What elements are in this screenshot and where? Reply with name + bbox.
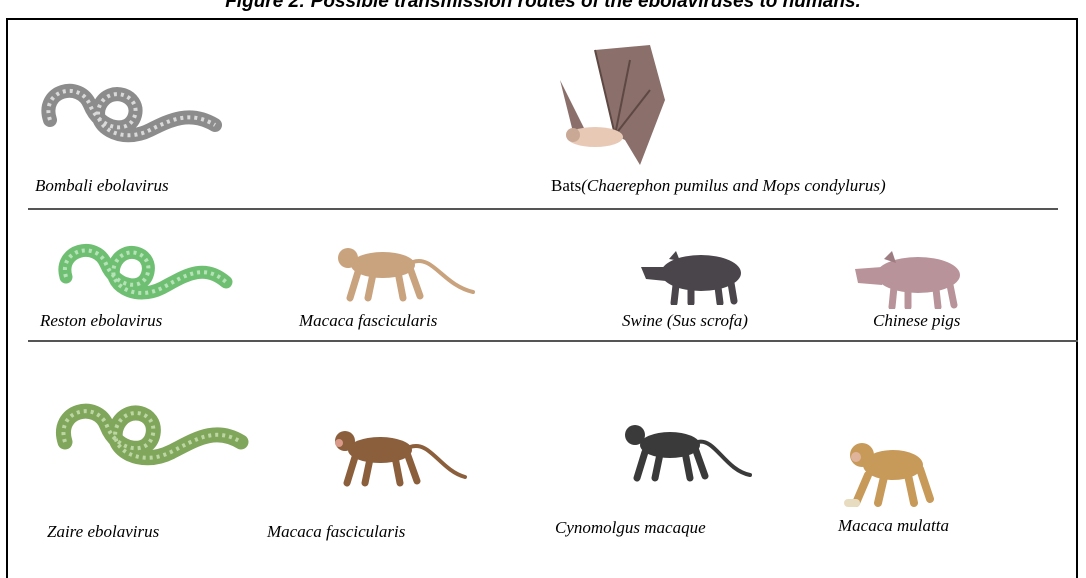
host-label-macaca-mulatta: Macaca mulatta <box>838 516 949 536</box>
host-label-macaca-fascicularis-1: Macaca fascicularis <box>299 311 437 331</box>
zaire-virus-icon <box>55 392 250 482</box>
reston-virus-icon <box>58 232 233 312</box>
swine-icon <box>636 245 756 305</box>
black-macaque-icon <box>615 420 755 482</box>
host-label-cynomolgus-macaque: Cynomolgus macaque <box>555 518 706 538</box>
host-label-bats: Bats(Chaerephon pumilus and Mops condylu… <box>551 176 886 196</box>
bombali-virus-icon <box>40 70 230 160</box>
virus-label-reston: Reston ebolavirus <box>40 311 162 331</box>
pig-icon <box>850 247 975 309</box>
row-divider-2 <box>28 340 1078 342</box>
macaque-icon <box>328 240 478 302</box>
row-divider-1 <box>28 208 1058 210</box>
host-label-swine: Swine (Sus scrofa) <box>622 311 748 331</box>
macaca-mulatta-icon <box>838 435 958 507</box>
host-label-macaca-fascicularis-2: Macaca fascicularis <box>267 522 405 542</box>
virus-label-bombali: Bombali ebolavirus <box>35 176 169 196</box>
macaque-brown-icon <box>325 425 470 487</box>
figure-title: Figure 2: Possible transmission routes o… <box>0 0 1086 13</box>
host-label-chinese-pigs: Chinese pigs <box>873 311 960 331</box>
bat-icon <box>555 40 675 170</box>
virus-label-zaire: Zaire ebolavirus <box>47 522 159 542</box>
